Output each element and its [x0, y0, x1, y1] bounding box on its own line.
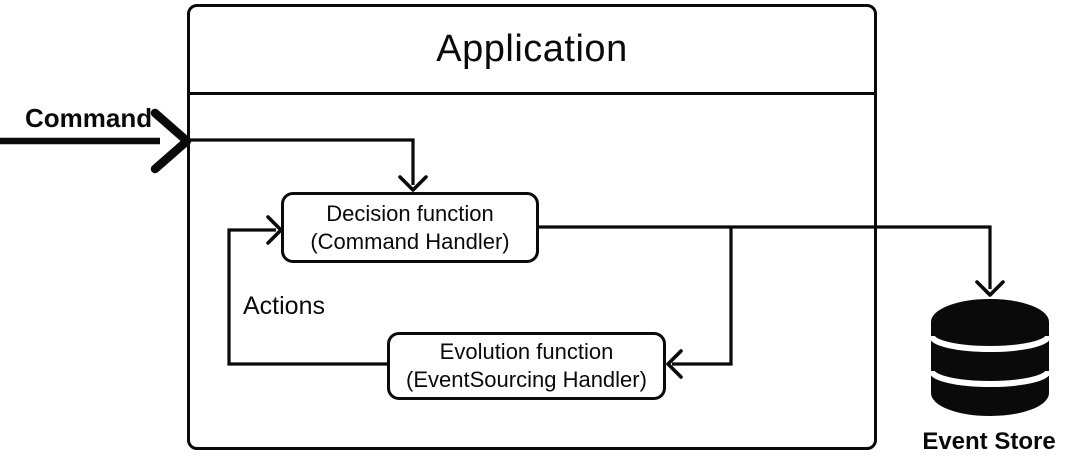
evolution-function-subtitle: (EventSourcing Handler) — [406, 367, 647, 392]
actions-label: Actions — [243, 292, 325, 320]
event-store-label: Event Store — [922, 428, 1056, 455]
evolution-function-title: Evolution function — [439, 339, 614, 364]
application-header: Application — [190, 7, 874, 95]
command-label: Command — [25, 103, 153, 133]
application-title: Application — [436, 28, 628, 70]
decision-function-subtitle: (Command Handler) — [310, 228, 510, 254]
decision-function-node: Decision function (Command Handler) — [281, 192, 539, 263]
evolution-function-node: Evolution function (EventSourcing Handle… — [387, 332, 666, 400]
database-cylinder-icon — [929, 299, 1051, 416]
decision-function-title: Decision function — [326, 200, 494, 226]
